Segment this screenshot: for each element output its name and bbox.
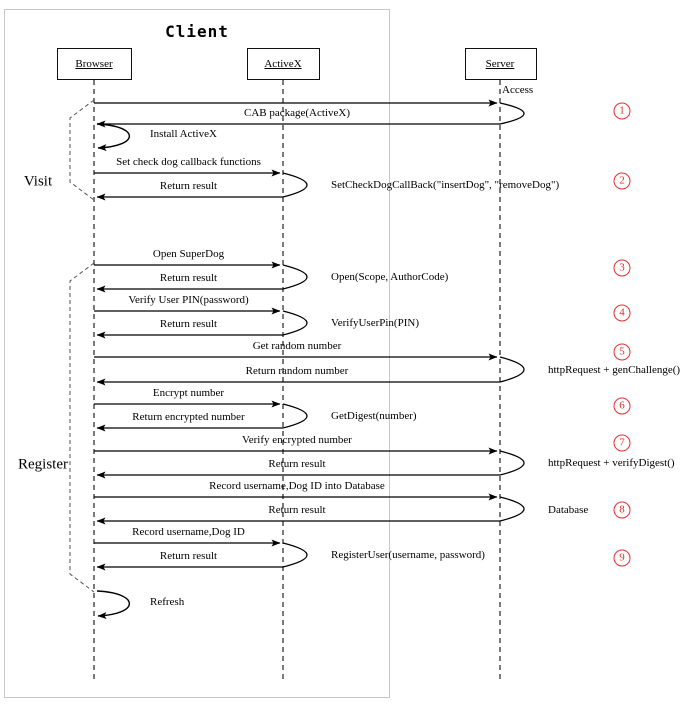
message-7-label: Return result	[159, 272, 218, 284]
message-17-label: Return result	[268, 504, 326, 516]
message-9-label: Return result	[159, 318, 218, 330]
message-16-activation-bow	[499, 496, 525, 522]
message-12-activation-bow	[282, 403, 308, 429]
phase-brace-visit	[69, 99, 95, 201]
client-frame	[4, 9, 390, 698]
step-number-5: 5	[613, 343, 631, 361]
actor-box-activex[interactable]	[247, 48, 320, 80]
annotation-7: Database	[548, 504, 589, 516]
message-16-label: Record username,Dog ID into Database	[209, 480, 385, 492]
step-number-1: 1	[613, 102, 631, 120]
message-11-label: Return random number	[245, 365, 349, 377]
message-1-label: Access	[502, 84, 534, 96]
phase-label-register: Register	[18, 456, 68, 473]
step-number-4: 4	[613, 304, 631, 322]
annotation-1: SetCheckDogCallBack("insertDog", "remove…	[331, 179, 560, 191]
actor-label-browser: Browser	[75, 58, 113, 70]
message-5-label: Return result	[159, 180, 218, 192]
message-1-activation-bow	[499, 102, 525, 125]
message-14-label: Verify encrypted number	[242, 434, 352, 446]
message-10-activation-bow	[499, 356, 525, 383]
step-number-3: 3	[613, 259, 631, 277]
message-3-label: Install ActiveX	[150, 128, 217, 140]
message-4-label: Set check dog callback functions	[116, 156, 261, 168]
step-number-7: 7	[613, 434, 631, 452]
message-18-activation-bow	[282, 542, 308, 568]
message-18-label: Record username,Dog ID	[132, 526, 245, 538]
annotation-6: httpRequest + verifyDigest()	[548, 457, 675, 469]
message-20-label: Refresh	[150, 595, 185, 608]
actor-box-server[interactable]	[465, 48, 537, 80]
message-6-label: Open SuperDog	[152, 248, 225, 260]
actor-label-activex: ActiveX	[264, 58, 302, 70]
message-19-label: Return result	[159, 550, 218, 562]
annotation-5: GetDigest(number)	[331, 410, 417, 422]
message-2-label: CAB package(ActiveX)	[244, 107, 350, 119]
message-20-self-arrow	[96, 590, 130, 620]
annotation-4: httpRequest + genChallenge()	[548, 364, 681, 376]
message-6-activation-bow	[282, 264, 308, 290]
annotation-2: Open(Scope, AuthorCode)	[331, 271, 449, 283]
message-15-label: Return result	[268, 458, 326, 470]
actor-label-server: Server	[485, 58, 515, 70]
message-14-activation-bow	[499, 450, 525, 476]
step-number-9: 9	[613, 549, 631, 567]
message-3-self-arrow	[96, 123, 130, 152]
annotation-8: RegisterUser(username, password)	[331, 549, 485, 561]
annotation-3: VerifyUserPin(PIN)	[331, 317, 419, 329]
step-number-2: 2	[613, 172, 631, 190]
step-number-6: 6	[613, 397, 631, 415]
message-13-label: Return encrypted number	[132, 411, 245, 423]
actor-box-browser[interactable]	[57, 48, 132, 80]
message-4-activation-bow	[282, 172, 308, 198]
message-8-activation-bow	[282, 310, 308, 336]
phase-label-visit: Visit	[23, 173, 53, 190]
step-number-8: 8	[613, 501, 631, 519]
phase-brace-register	[69, 262, 95, 593]
message-8-label: Verify User PIN(password)	[128, 294, 249, 306]
message-12-label: Encrypt number	[152, 387, 225, 399]
client-frame-title: Client	[165, 22, 229, 41]
message-10-label: Get random number	[252, 340, 342, 352]
